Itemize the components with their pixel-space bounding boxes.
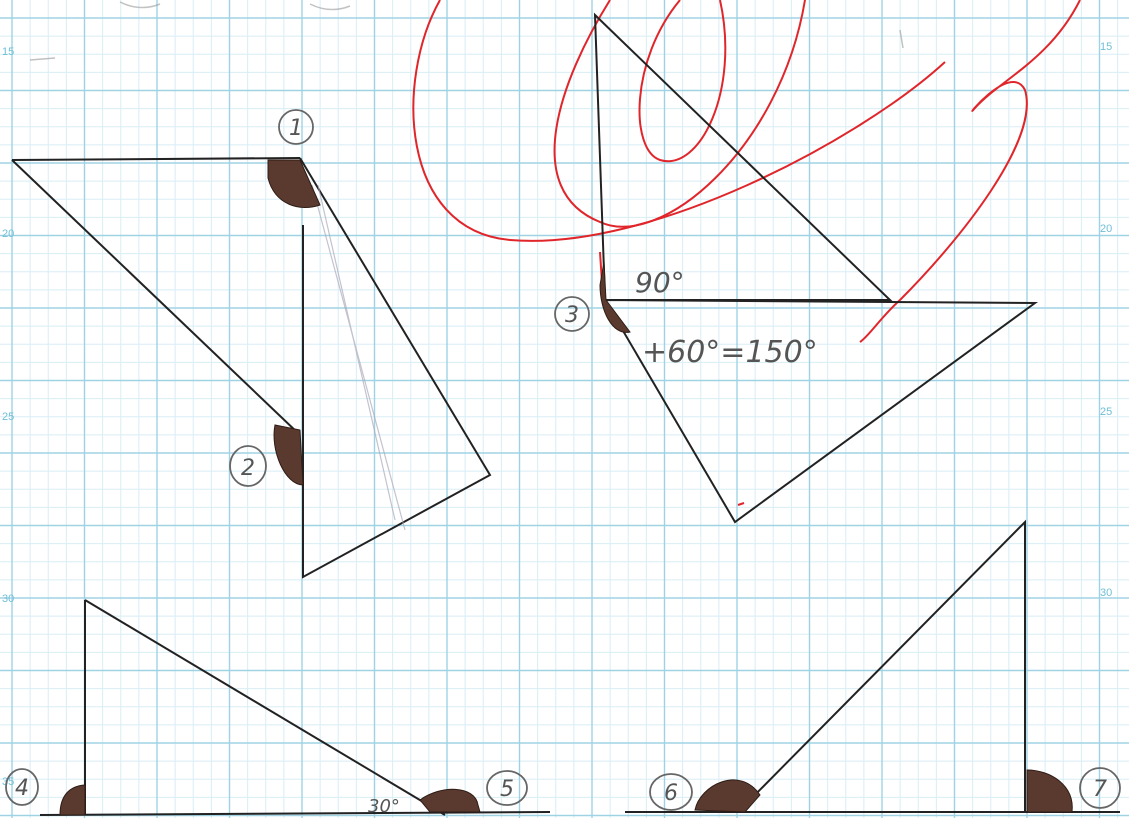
margin-num-left-15: 15 (2, 46, 14, 58)
margin-num-left-20: 20 (2, 228, 14, 240)
red-loop-1 (412, 0, 946, 242)
label-4: 4 (15, 776, 29, 801)
label-circle-2 (229, 445, 267, 487)
margin-num-left-35: 35 (2, 776, 14, 788)
angle-mark-7 (1026, 769, 1073, 813)
angle-marks (59, 159, 1073, 816)
margin-num-right-25: 25 (1100, 406, 1112, 418)
margin-numbers: 15 20 25 30 35 15 20 25 30 (2, 41, 1112, 788)
pencil-dash (29, 57, 56, 61)
label-circles (5, 109, 1121, 811)
label-3: 3 (565, 303, 579, 328)
angle-mark-3 (599, 261, 631, 333)
angle-mark-5 (419, 788, 481, 813)
fig1-guide-2 (317, 184, 396, 521)
angle-mark-1 (267, 159, 321, 209)
figure-6-7 (625, 519, 1120, 813)
label-circle-1 (278, 109, 314, 145)
margin-num-left-25: 25 (2, 411, 14, 423)
fig6-triangle (739, 519, 1026, 812)
annotation-sum: +60°=150° (642, 335, 818, 370)
figure-1 (11, 157, 492, 579)
fig1-hyp (11, 159, 301, 436)
figure-4-5 (39, 599, 551, 816)
fig4-hyp (84, 599, 446, 816)
fig1-top-line (11, 157, 301, 161)
label-numbers: 1 2 3 4 5 6 7 (15, 116, 1107, 806)
red-loop-4 (859, 0, 1081, 343)
label-1: 1 (289, 116, 303, 141)
red-dash (737, 502, 745, 506)
label-6: 6 (664, 781, 678, 806)
pencil-scribble-1 (119, 1, 161, 9)
fig3-lower-triangle (603, 298, 1039, 524)
label-circle-5 (486, 770, 528, 806)
label-circle-3 (554, 296, 590, 332)
margin-num-right-15: 15 (1100, 41, 1112, 53)
annotation-ninety: 90° (635, 266, 685, 299)
angle-mark-4 (59, 784, 86, 816)
fig1-triangle (299, 157, 492, 579)
margin-num-right-30: 30 (1100, 587, 1112, 599)
figure-3 (593, 12, 1039, 524)
top-pencil-traces (29, 1, 904, 61)
label-5: 5 (500, 777, 514, 802)
pencil-tick (899, 29, 904, 49)
label-circle-6 (649, 773, 693, 811)
label-2: 2 (241, 456, 255, 481)
fig1-pencil-guides (311, 184, 406, 531)
red-loop-2 (553, 0, 806, 228)
margin-num-left-30: 30 (2, 593, 14, 605)
angle-mark-2 (273, 424, 304, 486)
fig1-guide-1 (311, 184, 406, 531)
pencil-scribble-2 (309, 3, 351, 11)
label-circle-7 (1079, 767, 1121, 809)
label-7: 7 (1093, 777, 1107, 802)
red-pen-scribbles (412, 0, 1081, 506)
angle-mark-6 (694, 779, 761, 813)
margin-num-right-20: 20 (1100, 223, 1112, 235)
annotation-thirty: 30° (368, 796, 400, 817)
label-circle-4 (5, 768, 39, 806)
